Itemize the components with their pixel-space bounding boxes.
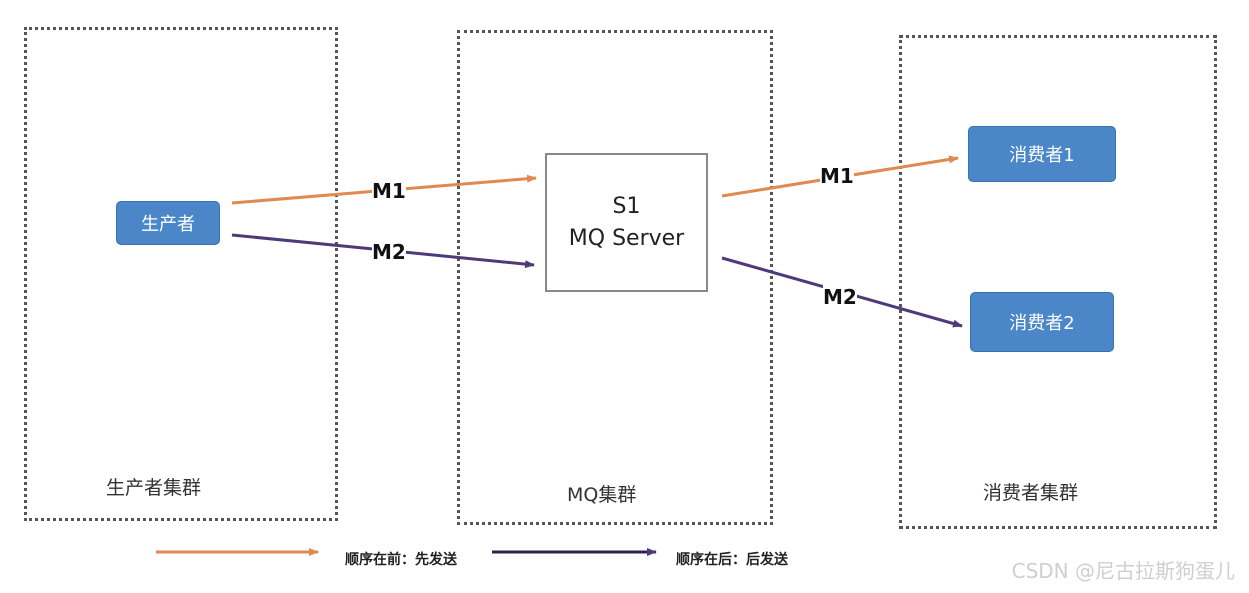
mq-cluster	[457, 30, 773, 525]
message-m1-outbound-label: M1	[820, 164, 854, 188]
consumer-1-node: 消费者1	[968, 126, 1116, 182]
legend-second-text: 顺序在后：后发送	[676, 552, 788, 568]
legend-first-text: 顺序在前：先发送	[345, 552, 457, 568]
mq-server-title: MQ Server	[568, 225, 685, 251]
producer-cluster-label: 生产者集群	[106, 477, 202, 499]
producer-node: 生产者	[116, 201, 220, 245]
mq-cluster-label: MQ集群	[567, 484, 637, 506]
consumer-cluster	[899, 35, 1217, 529]
message-m1-inbound-label: M1	[372, 179, 406, 203]
consumer-2-node: 消费者2	[970, 292, 1114, 352]
mq-server-id: S1	[612, 193, 641, 219]
message-m2-inbound-label: M2	[372, 240, 406, 264]
mq-server-node: S1 MQ Server	[545, 153, 708, 292]
producer-cluster	[24, 27, 338, 521]
watermark: CSDN @尼古拉斯狗蛋儿	[1011, 559, 1235, 583]
message-m2-outbound-label: M2	[823, 285, 857, 309]
consumer-cluster-label: 消费者集群	[983, 482, 1079, 504]
